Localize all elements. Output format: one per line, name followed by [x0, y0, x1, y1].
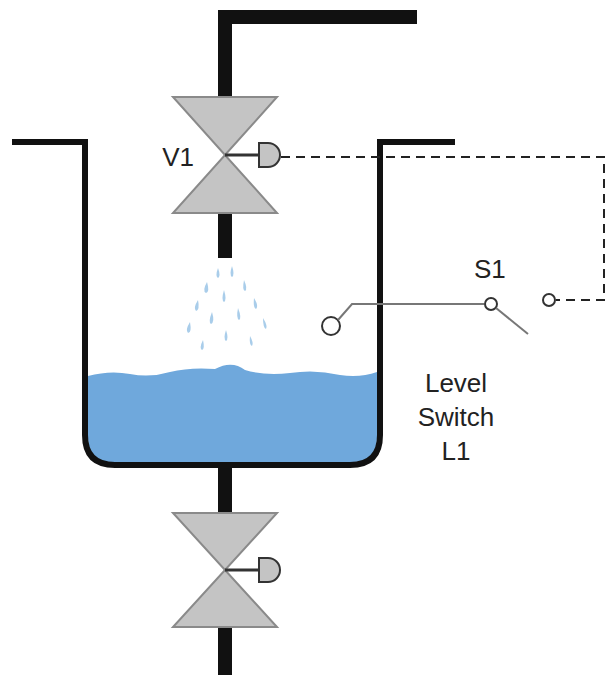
level-probe — [322, 317, 340, 335]
outlet-pipe — [218, 626, 232, 675]
inlet-pipe — [225, 17, 417, 96]
valve-actuator — [259, 143, 280, 167]
switch-wire — [338, 304, 484, 320]
switch-blade — [496, 308, 528, 334]
actuator-stem — [225, 569, 259, 572]
outlet-pipe — [218, 465, 232, 514]
switch-contact — [543, 294, 555, 306]
actuator-stem — [225, 154, 259, 157]
water-spray — [187, 266, 267, 350]
signal-line — [281, 157, 604, 300]
valve-label: V1 — [134, 140, 194, 174]
level-switch-label: Level Switch L1 — [400, 366, 512, 468]
switch-contact — [485, 298, 497, 310]
switch-label: S1 — [474, 252, 534, 286]
water — [88, 365, 377, 462]
valve-actuator — [259, 558, 280, 582]
spray-pipe — [218, 212, 232, 258]
